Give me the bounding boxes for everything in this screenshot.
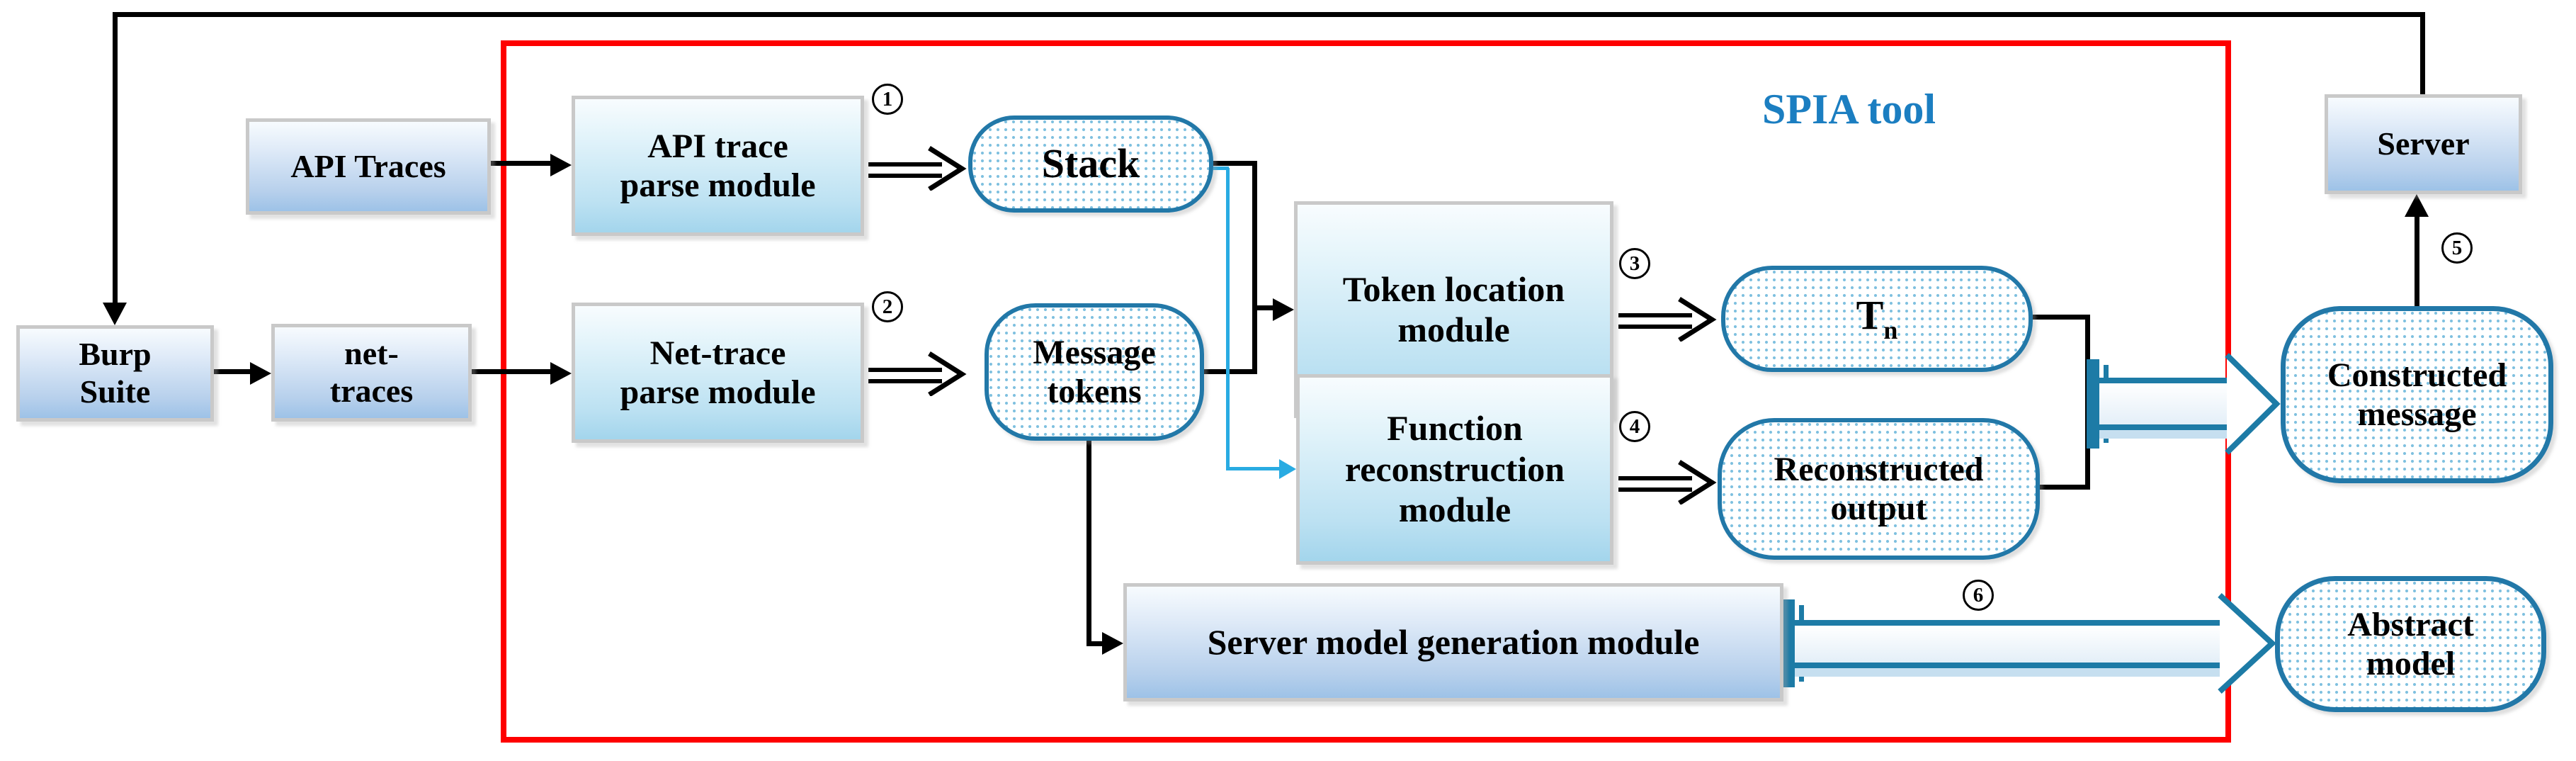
step-circle-2: 2 — [872, 291, 903, 322]
line-reconstructed-to-junction — [2040, 485, 2089, 490]
node-burp-suite: Burp Suite — [16, 325, 214, 422]
node-server-model-generation-module: Server model generation module — [1123, 583, 1783, 701]
double-arrow-step3 — [1618, 297, 1717, 342]
blue-line-horizontal — [1226, 467, 1281, 470]
tn-label: Tn — [1856, 292, 1898, 345]
node-abstract-model: Abstract model — [2275, 576, 2546, 712]
step-circle-1: 1 — [872, 84, 903, 115]
node-api-traces: API Traces — [246, 118, 491, 215]
feedback-line-top — [115, 12, 2425, 17]
tn-base: T — [1856, 292, 1884, 339]
block-arrow-to-abstract-model — [1781, 593, 2276, 694]
node-net-trace-parse-module: Net-trace parse module — [572, 303, 864, 443]
node-stack: Stack — [968, 115, 1213, 213]
step-circle-4: 4 — [1619, 411, 1650, 442]
arrowhead-into-netparse — [550, 362, 572, 385]
junction-vertical-left — [1252, 161, 1257, 374]
blue-line-vertical — [1226, 168, 1230, 470]
double-arrow-step2 — [868, 351, 967, 396]
line-tn-to-junction — [2033, 315, 2088, 320]
line-constructedmessage-to-server — [2415, 215, 2419, 306]
arrowhead-into-server — [2405, 194, 2429, 217]
step-circle-3: 3 — [1619, 248, 1650, 279]
double-arrow-step1 — [868, 146, 967, 191]
tn-subscript: n — [1883, 316, 1898, 345]
feedback-line-right — [2420, 12, 2425, 94]
line-stack-to-junction — [1213, 161, 1257, 166]
line-messagetokens-bend — [1086, 641, 1105, 646]
feedback-line-left — [113, 12, 118, 304]
line-apitraces-to-apiparse — [491, 161, 552, 166]
blue-line-stub — [1213, 167, 1229, 170]
step-6-label: 6 — [1973, 583, 1984, 607]
diagram-title: SPIA tool — [1761, 86, 1936, 133]
arrowhead-into-nettraces — [250, 362, 271, 385]
node-net-traces: net- traces — [271, 324, 472, 422]
step-3-label: 3 — [1629, 252, 1640, 275]
step-circle-5: 5 — [2441, 232, 2473, 264]
blue-arrowhead-into-functionreconstruction — [1279, 459, 1296, 479]
step-5-label: 5 — [2451, 236, 2463, 259]
arrowhead-into-servermodel — [1102, 632, 1123, 655]
arrowhead-into-burp-suite — [103, 303, 127, 325]
node-api-trace-parse-module: API trace parse module — [572, 96, 864, 236]
node-tn: Tn — [1721, 266, 2033, 372]
line-messagetokens-to-junction — [1204, 369, 1257, 374]
node-message-tokens: Message tokens — [985, 303, 1204, 441]
step-2-label: 2 — [882, 295, 893, 318]
line-nettraces-to-netparse — [472, 369, 552, 374]
arrowhead-into-apiparse — [550, 154, 572, 176]
double-arrow-step4 — [1618, 460, 1717, 504]
node-server: Server — [2325, 94, 2522, 194]
line-messagetokens-down — [1086, 441, 1091, 646]
arrowhead-into-tokenlocation — [1273, 298, 1294, 321]
node-function-reconstruction-module: Function reconstruction module — [1296, 374, 1613, 565]
step-4-label: 4 — [1629, 415, 1640, 438]
step-1-label: 1 — [882, 87, 893, 111]
node-constructed-message: Constructed message — [2281, 306, 2553, 483]
line-junction-to-tokenlocation — [1254, 305, 1274, 310]
step-circle-6: 6 — [1963, 580, 1994, 611]
block-arrow-to-constructed-message — [2087, 353, 2281, 455]
line-burp-to-nettraces — [214, 369, 251, 374]
node-reconstructed-output: Reconstructed output — [1718, 418, 2040, 560]
